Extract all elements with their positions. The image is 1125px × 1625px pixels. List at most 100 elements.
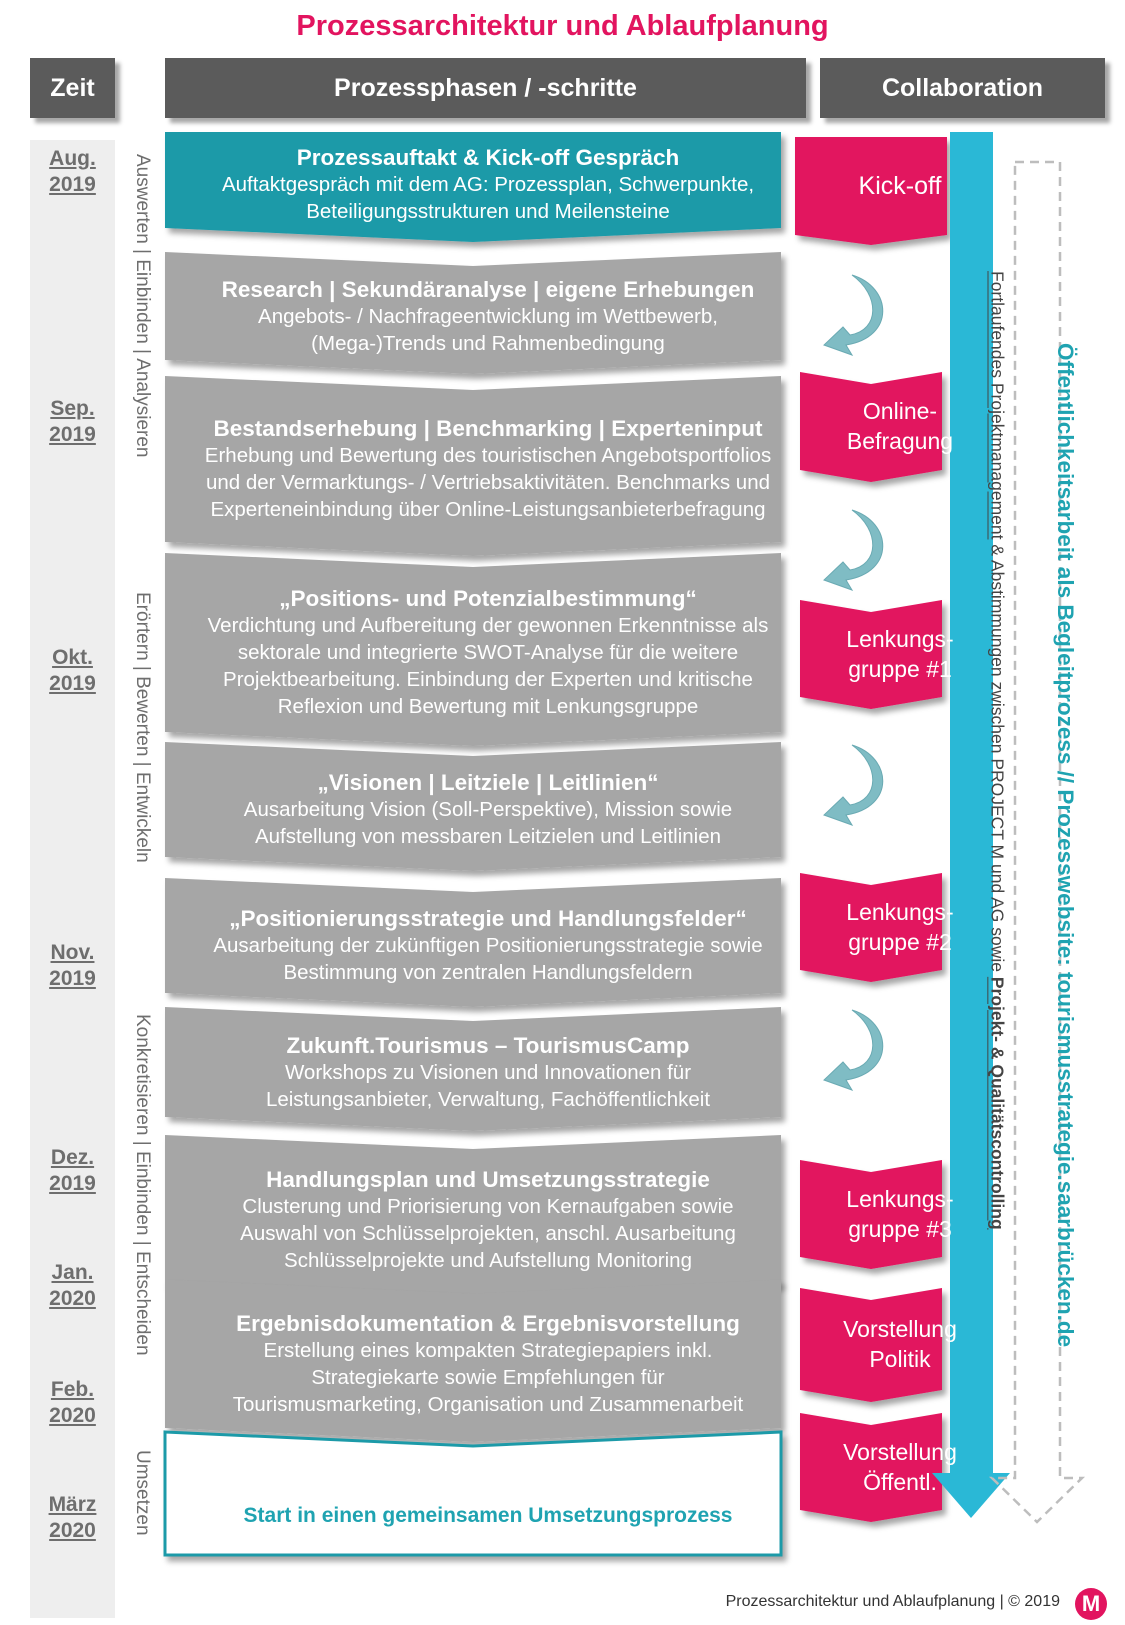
final-phase-box [163,1430,783,1557]
page-title: Prozessarchitektur und Ablaufplanung [296,10,829,42]
phase-description-line: Erstellung eines kompakten Strategiepapi… [263,1339,713,1362]
collaboration-item: Lenkungs-gruppe #3 [825,1170,975,1257]
month-name: Okt. [52,646,93,669]
collaboration-item: Lenkungs-gruppe #1 [825,610,975,697]
phase-description-line: Experteneinbindung über Online-Leistungs… [210,498,766,521]
phase-chevron [165,1007,781,1131]
stage-label-text: Umsetzen [132,1449,153,1536]
collaboration-item: Lenkungs-gruppe #2 [825,883,975,970]
phase-description-line: Strategiekarte sowie Empfehlungen für [311,1366,665,1389]
phase-title: Research | Sekundäranalyse | eigene Erhe… [221,276,755,302]
phase-description-line: und der Vermarktungs- / Vertriebsaktivit… [205,471,771,494]
phase-description-line: Ausarbeitung der zukünftigen Positionier… [213,934,763,957]
phase-title: „Positions- und Potenzialbestimmung“ [279,586,697,611]
phase-description-line: sektorale und integrierte SWOT-Analyse f… [237,641,739,664]
month-label: Dez. 2019 [30,1145,115,1197]
phase-step: „Positionierungsstrategie und Handlungsf… [170,898,806,993]
phase-description-line: Tourismusmarketing, Organisation und Zus… [232,1393,744,1416]
phase-chevron [165,553,781,746]
collaboration-item: Online- Befragung [825,382,975,470]
month-name: Feb. [50,1378,95,1401]
month-label: Aug.2019 [30,146,115,198]
header-phases: Prozessphasen / -schritte [165,58,806,118]
project-management-arrow [932,132,1010,1518]
collaboration-chevron [800,1413,942,1522]
collaboration-item-line: gruppe #3 [848,1215,952,1242]
footer-text: Prozessarchitektur und Ablaufplanung | ©… [725,1593,1060,1610]
phase-description-line: Schlüsselprojekte und Aufstellung Monito… [284,1249,692,1272]
month-name: Jan. [51,1261,94,1284]
phase-chevron [165,1135,781,1299]
month-label: Sep.2019 [30,396,115,448]
month-label: Feb.2020 [30,1377,115,1429]
stage-label: Umsetzen [117,1440,167,1545]
month-label: Nov.2019 [30,940,115,992]
phase-description-line: Bestimmung von zentralen Handlungsfelder… [283,961,693,984]
phase-title: Bestandserhebung | Benchmarking | Expert… [213,416,763,441]
phase-chevron [165,742,781,871]
phase-description-line: Ausarbeitung Vision (Soll-Perspektive), … [243,798,733,821]
month-label: März 2020 [30,1492,115,1544]
phase-description-line: Leistungsanbieter, Verwaltung, Fachöffen… [265,1087,711,1111]
pm-text-part1: Fortlaufendes Projektmanagement [987,270,1008,540]
stage-label-text: Konkretisieren | Einbinden | Entscheiden [132,1014,153,1356]
phase-description-line: (Mega-)Trends und Rahmenbedingung [311,331,665,355]
flow-arrow [823,274,884,356]
project-m-logo: M [1075,1588,1107,1620]
time-column [30,140,115,1618]
phase-description-line: Auswahl von Schlüsselprojekten, anschl. … [240,1222,736,1245]
stage-label-text: Auswerten | Einbinden | Analysieren [132,153,153,458]
phase-description-line: Workshops zu Visionen und Innovationen f… [284,1060,692,1084]
collaboration-chevron [800,372,942,482]
collaboration-item-line: Online- [862,398,938,424]
collaboration-item-line: Lenkungs- [846,625,954,652]
flow-arrow [823,1009,884,1091]
collaboration-item-line: Politik [869,1346,931,1372]
phase-chevron [165,132,781,242]
phase-title: „Visionen | Leitziele | Leitlinien“ [317,770,659,795]
collaboration-item-line: Öffentl. [863,1468,937,1495]
month-label: Jan. 2020 [30,1260,115,1312]
phase-title: Ergebnisdokumentation & Ergebnisvorstell… [236,1311,740,1336]
month-year: 2020 [49,1287,96,1310]
phase-title: Zukunft.Tourismus – TourismusCamp [286,1032,690,1058]
collaboration-item-line: gruppe #2 [848,928,952,955]
month-year: 2019 [49,967,96,990]
phase-description-line: Auftaktgespräch mit dem AG: Prozessplan,… [221,172,755,196]
project-management-label: Fortlaufendes Projektmanagement & Abstim… [980,160,1014,1340]
month-name: Dez. [50,1146,95,1169]
month-year: 2019 [49,423,96,446]
collaboration-chevron [800,1160,942,1269]
public-relations-label: Öffentlichkeitsarbeit als Begleitprozess… [1040,290,1090,1400]
month-name: März [48,1493,97,1516]
month-year: 2019 [49,1172,96,1195]
phase-description-line: Verdichtung und Aufbereitung der gewonne… [207,614,769,637]
collaboration-item-line: Vorstellung [843,1316,957,1342]
collaboration-chevron [800,1288,942,1402]
public-relations-arrow [988,160,1086,1524]
collaboration-chevron [800,600,942,709]
collaboration-item-line: Befragung [846,428,954,454]
pm-text-part2: & Abstimmungen zwischen PROJECT M und AG… [987,539,1008,977]
phase-step: „Positions- und Potenzialbestimmung“ Verd… [170,573,806,732]
month-label: Okt. 2019 [30,645,115,697]
collaboration-item-line: Kick-off [858,172,942,200]
flow-arrow [823,509,884,591]
phase-step: Ergebnisdokumentation & Ergebnisvorstell… [170,1300,806,1428]
phase-step: „Visionen | Leitziele | Leitlinien“ Ausar… [170,762,806,857]
phase-description-line: Clusterung und Priorisierung von Kernauf… [242,1195,734,1218]
phase-description-line: Angebots- / Nachfrageentwicklung im Wett… [258,304,718,328]
month-name: Aug. [49,147,96,170]
phase-description-line: Aufstellung von messbaren Leitzielen und… [254,825,722,848]
header-time: Zeit [30,58,115,118]
month-year: 2019 [49,672,96,695]
stage-label-text: Erörtern | Bewerten | Entwickeln [132,592,153,863]
phase-title: Handlungsplan und Umsetzungsstrategie [266,1167,710,1192]
month-year: 2020 [49,1519,96,1542]
collaboration-item-line: Lenkungs- [846,898,954,925]
